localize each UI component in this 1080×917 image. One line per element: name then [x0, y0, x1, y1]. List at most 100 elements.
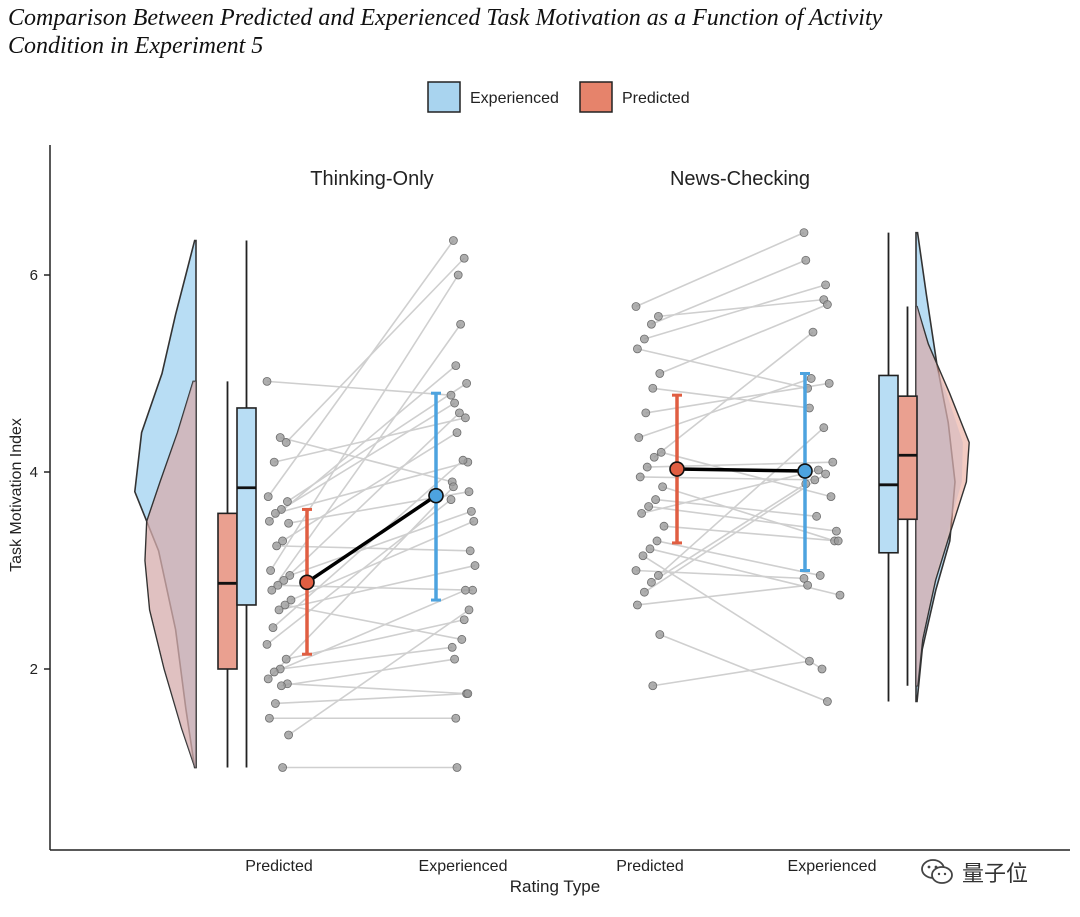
news-point-experienced	[826, 492, 836, 502]
x-axis-label: Rating Type	[510, 877, 600, 896]
thinking-pair-line	[285, 257, 465, 444]
news-point-experienced	[833, 536, 843, 546]
thinking-point-experienced	[464, 605, 474, 615]
news-point-predicted	[659, 521, 669, 531]
thinking-point-experienced	[454, 408, 464, 418]
news-point-predicted	[635, 472, 645, 482]
legend: Experienced Predicted	[427, 81, 690, 113]
news-point-experienced	[823, 300, 832, 309]
thinking-pair-line	[274, 417, 466, 463]
news-point-predicted	[658, 482, 667, 492]
thinking-point-predicted	[270, 699, 280, 708]
news-point-experienced	[835, 590, 845, 600]
news-point-experienced	[808, 327, 818, 337]
news-point-experienced	[823, 697, 832, 706]
thinking-point-experienced	[468, 585, 478, 595]
news-pair-line	[640, 476, 815, 481]
watermark: 量子位	[920, 852, 1070, 892]
news-pair-line	[638, 377, 812, 439]
thinking-point-experienced	[448, 236, 458, 245]
thinking-point-predicted	[278, 536, 288, 546]
thinking-point-experienced	[453, 270, 463, 280]
news-point-predicted	[640, 334, 649, 344]
thinking-pair-line	[287, 682, 467, 695]
news-pair-line	[635, 569, 805, 580]
news-point-predicted	[647, 577, 656, 587]
news-pair-line	[637, 348, 808, 390]
thinking-mean-point-experienced	[428, 487, 444, 504]
news-point-predicted	[644, 502, 653, 511]
thinking-pair-line	[278, 564, 476, 611]
thinking-point-predicted	[269, 457, 279, 467]
news-point-experienced	[832, 526, 841, 536]
figure-title-line-1: Comparison Between Predicted and Experie…	[8, 5, 883, 31]
news-point-predicted	[655, 369, 665, 378]
news-point-predicted	[648, 383, 658, 393]
news-pair-line	[659, 633, 828, 703]
news-pair-line	[642, 555, 823, 670]
boxplots	[217, 232, 918, 768]
thinking-pair-line	[284, 604, 462, 641]
thinking-point-experienced	[451, 361, 461, 371]
thinking-point-predicted	[281, 438, 291, 447]
news-point-predicted	[652, 536, 662, 546]
y-tick-label: 2	[30, 661, 38, 678]
news-point-experienced	[812, 511, 821, 521]
news-point-experienced	[799, 573, 809, 583]
news-point-experienced	[803, 580, 812, 590]
news-point-predicted	[631, 302, 641, 311]
news-point-experienced	[817, 664, 827, 674]
thinking-point-predicted	[274, 605, 284, 615]
news-point-experienced	[821, 469, 830, 479]
thinking-point-experienced	[447, 642, 457, 652]
thinking-box-experienced	[236, 407, 257, 606]
watermark-text: 量子位	[962, 862, 1029, 887]
news-point-predicted	[654, 311, 663, 321]
thinking-point-experienced	[450, 398, 460, 408]
y-ticks: 246	[30, 267, 50, 678]
x-tick-label-thinking-predicted: Predicted	[245, 858, 313, 875]
thinking-pair-line	[280, 646, 453, 670]
news-point-predicted	[641, 408, 651, 418]
thinking-pair-line	[281, 658, 455, 687]
news-point-predicted	[631, 566, 641, 575]
news-point-predicted	[633, 344, 642, 354]
thinking-point-predicted	[284, 518, 294, 528]
news-point-experienced	[821, 280, 830, 290]
thinking-pair-line	[275, 461, 469, 515]
thinking-cloud-predicted	[144, 380, 197, 769]
news-pair-line	[655, 498, 817, 518]
thinking-point-predicted	[278, 763, 288, 772]
news-point-predicted	[655, 630, 665, 639]
thinking-box-predicted	[217, 512, 238, 670]
thinking-point-predicted	[282, 497, 292, 506]
y-tick-label: 4	[30, 464, 38, 481]
thinking-pair-line	[273, 589, 466, 673]
participant-points	[262, 228, 845, 772]
thinking-pair-line	[271, 323, 462, 591]
panel-title-news-checking: News-Checking	[670, 168, 810, 190]
news-point-predicted	[634, 433, 644, 442]
news-point-experienced	[815, 571, 825, 580]
panel-title-thinking-only: Thinking-Only	[310, 168, 433, 190]
thinking-point-predicted	[267, 585, 277, 595]
news-point-predicted	[648, 681, 658, 691]
thinking-point-predicted	[266, 566, 276, 575]
mean-summary	[299, 372, 813, 656]
thinking-point-predicted	[263, 492, 273, 502]
news-point-predicted	[638, 551, 648, 561]
news-cloud-predicted	[915, 305, 970, 687]
thinking-point-predicted	[272, 541, 282, 551]
thinking-point-experienced	[462, 378, 472, 388]
thinking-pair-line	[266, 380, 452, 396]
legend-swatch-predicted	[579, 81, 613, 113]
thinking-point-predicted	[264, 713, 274, 723]
news-point-experienced	[805, 656, 814, 666]
thinking-point-experienced	[459, 615, 469, 625]
thinking-mean-point-predicted	[299, 574, 315, 591]
thinking-point-predicted	[285, 571, 295, 580]
news-point-predicted	[640, 587, 649, 597]
news-cloud-overlap	[916, 306, 963, 686]
thinking-point-experienced	[460, 585, 470, 595]
